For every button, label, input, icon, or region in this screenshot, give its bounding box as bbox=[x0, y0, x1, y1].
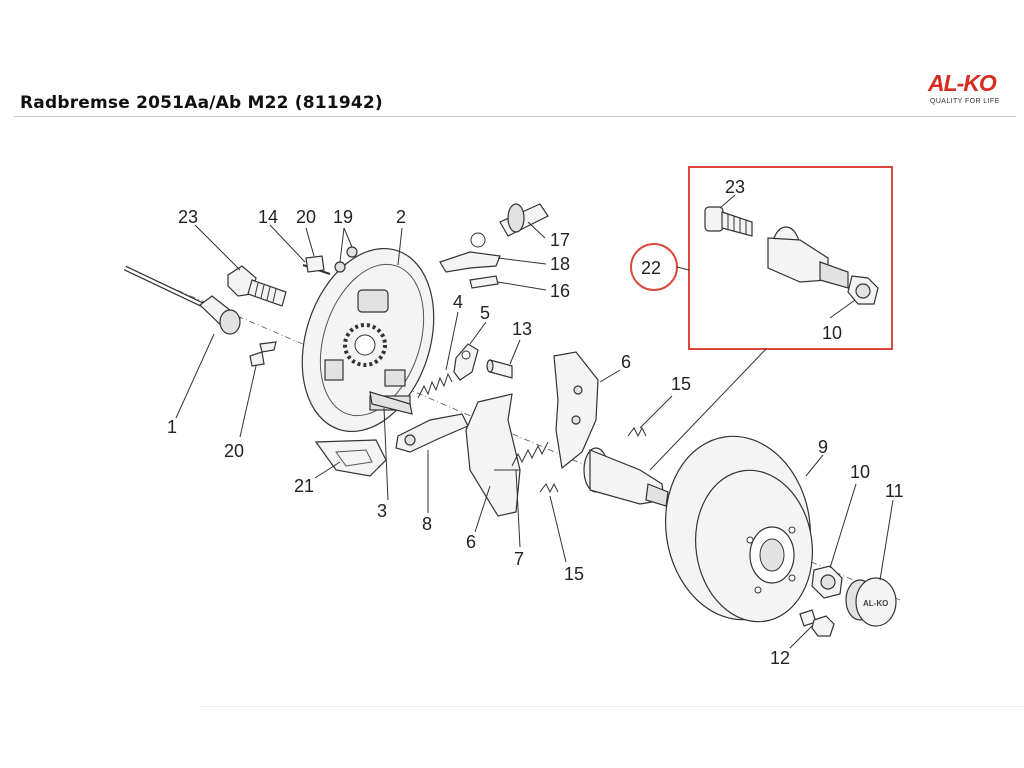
stub-axle bbox=[583, 447, 669, 507]
part-17-bushing bbox=[499, 203, 549, 237]
part-8-adjuster bbox=[395, 413, 469, 453]
part-6-brake-shoe-rear bbox=[553, 351, 599, 470]
callout-23-detail: 23 bbox=[725, 177, 745, 197]
part-4-spring bbox=[417, 372, 453, 399]
callout-8: 8 bbox=[422, 514, 432, 534]
callout-9: 9 bbox=[818, 437, 828, 457]
callout-15-lower: 15 bbox=[564, 564, 584, 584]
part-15-spring-upper bbox=[627, 426, 647, 438]
part-16-retainer bbox=[469, 275, 499, 289]
brand-logo-word: AL-KO bbox=[928, 70, 997, 96]
callout-7: 7 bbox=[514, 549, 524, 569]
callout-1: 1 bbox=[167, 417, 177, 437]
part-20-clip-lower bbox=[249, 341, 277, 367]
callout-19: 19 bbox=[333, 207, 353, 227]
part-1-brake-cable bbox=[123, 265, 241, 335]
part-21-dust-cover bbox=[314, 439, 387, 477]
part-9-brake-drum bbox=[664, 435, 814, 623]
callout-22: 22 bbox=[641, 258, 661, 278]
brand-logo: AL-KO QUALITY FOR LIFE bbox=[928, 70, 1012, 110]
callout-3: 3 bbox=[377, 501, 387, 521]
callout-6-lower: 6 bbox=[466, 532, 476, 552]
part-5-link bbox=[453, 343, 479, 381]
callout-18: 18 bbox=[550, 254, 570, 274]
hub-cap-logo-text: AL-KO bbox=[863, 599, 888, 608]
detail-bolt-head bbox=[704, 206, 724, 232]
callout-12: 12 bbox=[770, 648, 790, 668]
callout-20-lower: 20 bbox=[224, 441, 244, 461]
footer-divider bbox=[200, 706, 1024, 707]
part-10-hub-nut bbox=[811, 565, 843, 599]
callout-23: 23 bbox=[178, 207, 198, 227]
part-3-lever bbox=[369, 391, 413, 415]
brand-tagline: QUALITY FOR LIFE bbox=[930, 98, 1000, 105]
callout-4: 4 bbox=[453, 292, 463, 312]
part-7-spring bbox=[511, 441, 549, 467]
callout-17: 17 bbox=[550, 230, 570, 250]
page-title: Radbremse 2051Aa/Ab M22 (811942) bbox=[20, 93, 383, 113]
callout-13: 13 bbox=[512, 319, 532, 339]
detail-bolt-thread bbox=[721, 211, 753, 237]
leader-detail-to-axle bbox=[649, 348, 767, 471]
part-20-clip-upper bbox=[305, 255, 325, 273]
part-15-spring-lower bbox=[539, 482, 559, 494]
callout-14: 14 bbox=[258, 207, 278, 227]
callout-15-upper: 15 bbox=[671, 374, 691, 394]
part-13-pin bbox=[486, 359, 513, 379]
callout-10: 10 bbox=[850, 462, 870, 482]
callout-10-detail: 10 bbox=[822, 323, 842, 343]
header-divider bbox=[14, 116, 1016, 117]
part-6-brake-shoe-front bbox=[465, 393, 521, 517]
detail-axle-thread bbox=[819, 261, 849, 289]
part-12-wheel-bolt bbox=[799, 609, 835, 637]
part-18-clip bbox=[439, 232, 501, 273]
callout-6-upper: 6 bbox=[621, 352, 631, 372]
detail-stub-axle-assembly bbox=[704, 206, 879, 305]
detail-axle-body bbox=[767, 237, 829, 283]
callout-5: 5 bbox=[480, 303, 490, 323]
callout-20-upper: 20 bbox=[296, 207, 316, 227]
callout-21: 21 bbox=[294, 476, 314, 496]
leader-22 bbox=[676, 266, 690, 271]
part-23-bolt bbox=[227, 265, 287, 307]
callout-16: 16 bbox=[550, 281, 570, 301]
part-11-hub-cap: AL-KO bbox=[845, 577, 897, 627]
callout-2: 2 bbox=[396, 207, 406, 227]
callout-11: 11 bbox=[885, 481, 904, 501]
detail-highlight-box bbox=[688, 166, 893, 350]
